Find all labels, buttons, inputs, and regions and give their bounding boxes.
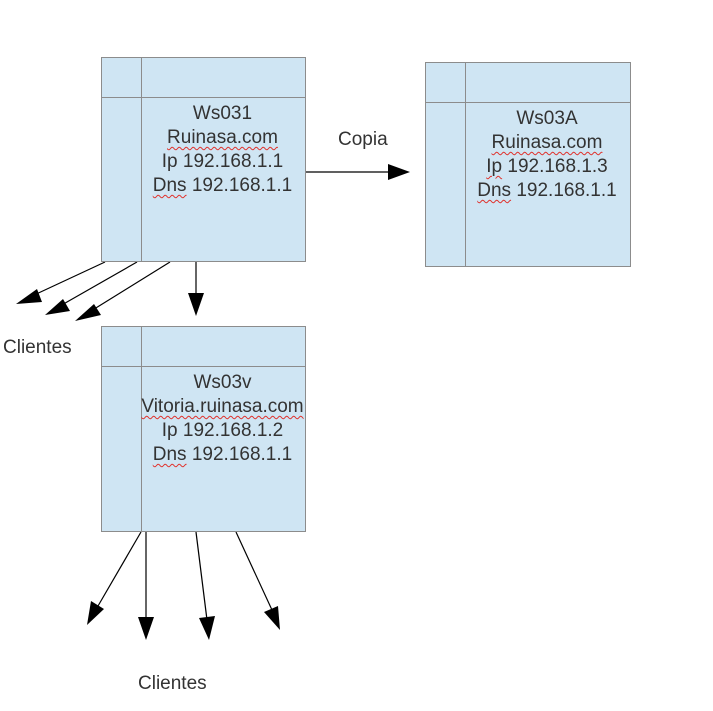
client-arrowhead-1	[16, 289, 42, 304]
node-divider-vertical	[141, 327, 142, 531]
node-domain: Ruinasa.com	[167, 127, 278, 148]
node-name: Ws03A	[516, 108, 578, 129]
node-divider-horizontal	[102, 366, 305, 367]
node-divider-vertical	[465, 63, 466, 266]
copy-label: Copia	[338, 129, 388, 150]
node-divider-horizontal	[102, 97, 305, 98]
client-arrowhead-5	[138, 617, 154, 640]
ip-label: Ip	[161, 151, 178, 172]
client-arrowhead-6	[199, 616, 215, 640]
server-node-ws03a[interactable]: Ws03A Ruinasa.com Ip 192.168.1.3 Dns 192…	[425, 62, 631, 267]
dns-value: 192.168.1.1	[516, 180, 617, 201]
client-arrow-3	[90, 261, 171, 312]
node-name: Ws03v	[193, 372, 252, 393]
node-divider-horizontal	[426, 102, 630, 103]
dns-value: 192.168.1.1	[191, 444, 293, 465]
server-node-ws03v[interactable]: Ws03v Vitoria.ruinasa.com Ip 192.168.1.2…	[101, 326, 306, 532]
ip-value: 192.168.1.1	[182, 151, 284, 172]
ip-value: 192.168.1.3	[507, 156, 608, 177]
client-arrowhead-7	[264, 606, 280, 630]
server-node-ws031[interactable]: Ws031 Ruinasa.com Ip 192.168.1.1 Dns 192…	[101, 57, 306, 262]
dns-label: Dns	[152, 444, 187, 465]
client-arrow-1	[31, 261, 106, 297]
ip-label: Ip	[486, 156, 503, 177]
client-arrow-2	[59, 261, 138, 307]
node-domain: Ruinasa.com	[491, 132, 603, 153]
node-details: Ws031 Ruinasa.com Ip 192.168.1.1 Dns 192…	[102, 102, 305, 198]
client-arrowhead-4	[87, 601, 104, 625]
node-divider-vertical	[141, 58, 142, 261]
dns-label: Dns	[477, 180, 512, 201]
clients-label-bottom: Clientes	[138, 673, 207, 694]
dns-value: 192.168.1.1	[191, 175, 293, 196]
ip-value: 192.168.1.2	[182, 420, 284, 441]
client-arrow-6	[195, 531, 208, 621]
client-arrow-4	[97, 531, 142, 607]
dns-label: Dns	[152, 175, 187, 196]
node-details: Ws03v Vitoria.ruinasa.com Ip 192.168.1.2…	[102, 371, 305, 467]
clients-label-top: Clientes	[3, 337, 72, 358]
client-arrow-7	[235, 531, 273, 611]
client-arrowhead-3	[75, 304, 101, 321]
node-domain: Vitoria.ruinasa.com	[141, 396, 304, 417]
ip-label: Ip	[161, 420, 178, 441]
client-arrowhead-2	[45, 299, 70, 315]
node-details: Ws03A Ruinasa.com Ip 192.168.1.3 Dns 192…	[426, 107, 630, 203]
copy-arrowhead	[388, 164, 410, 180]
node-name: Ws031	[192, 103, 253, 124]
arrowhead-ws03v	[188, 293, 204, 316]
